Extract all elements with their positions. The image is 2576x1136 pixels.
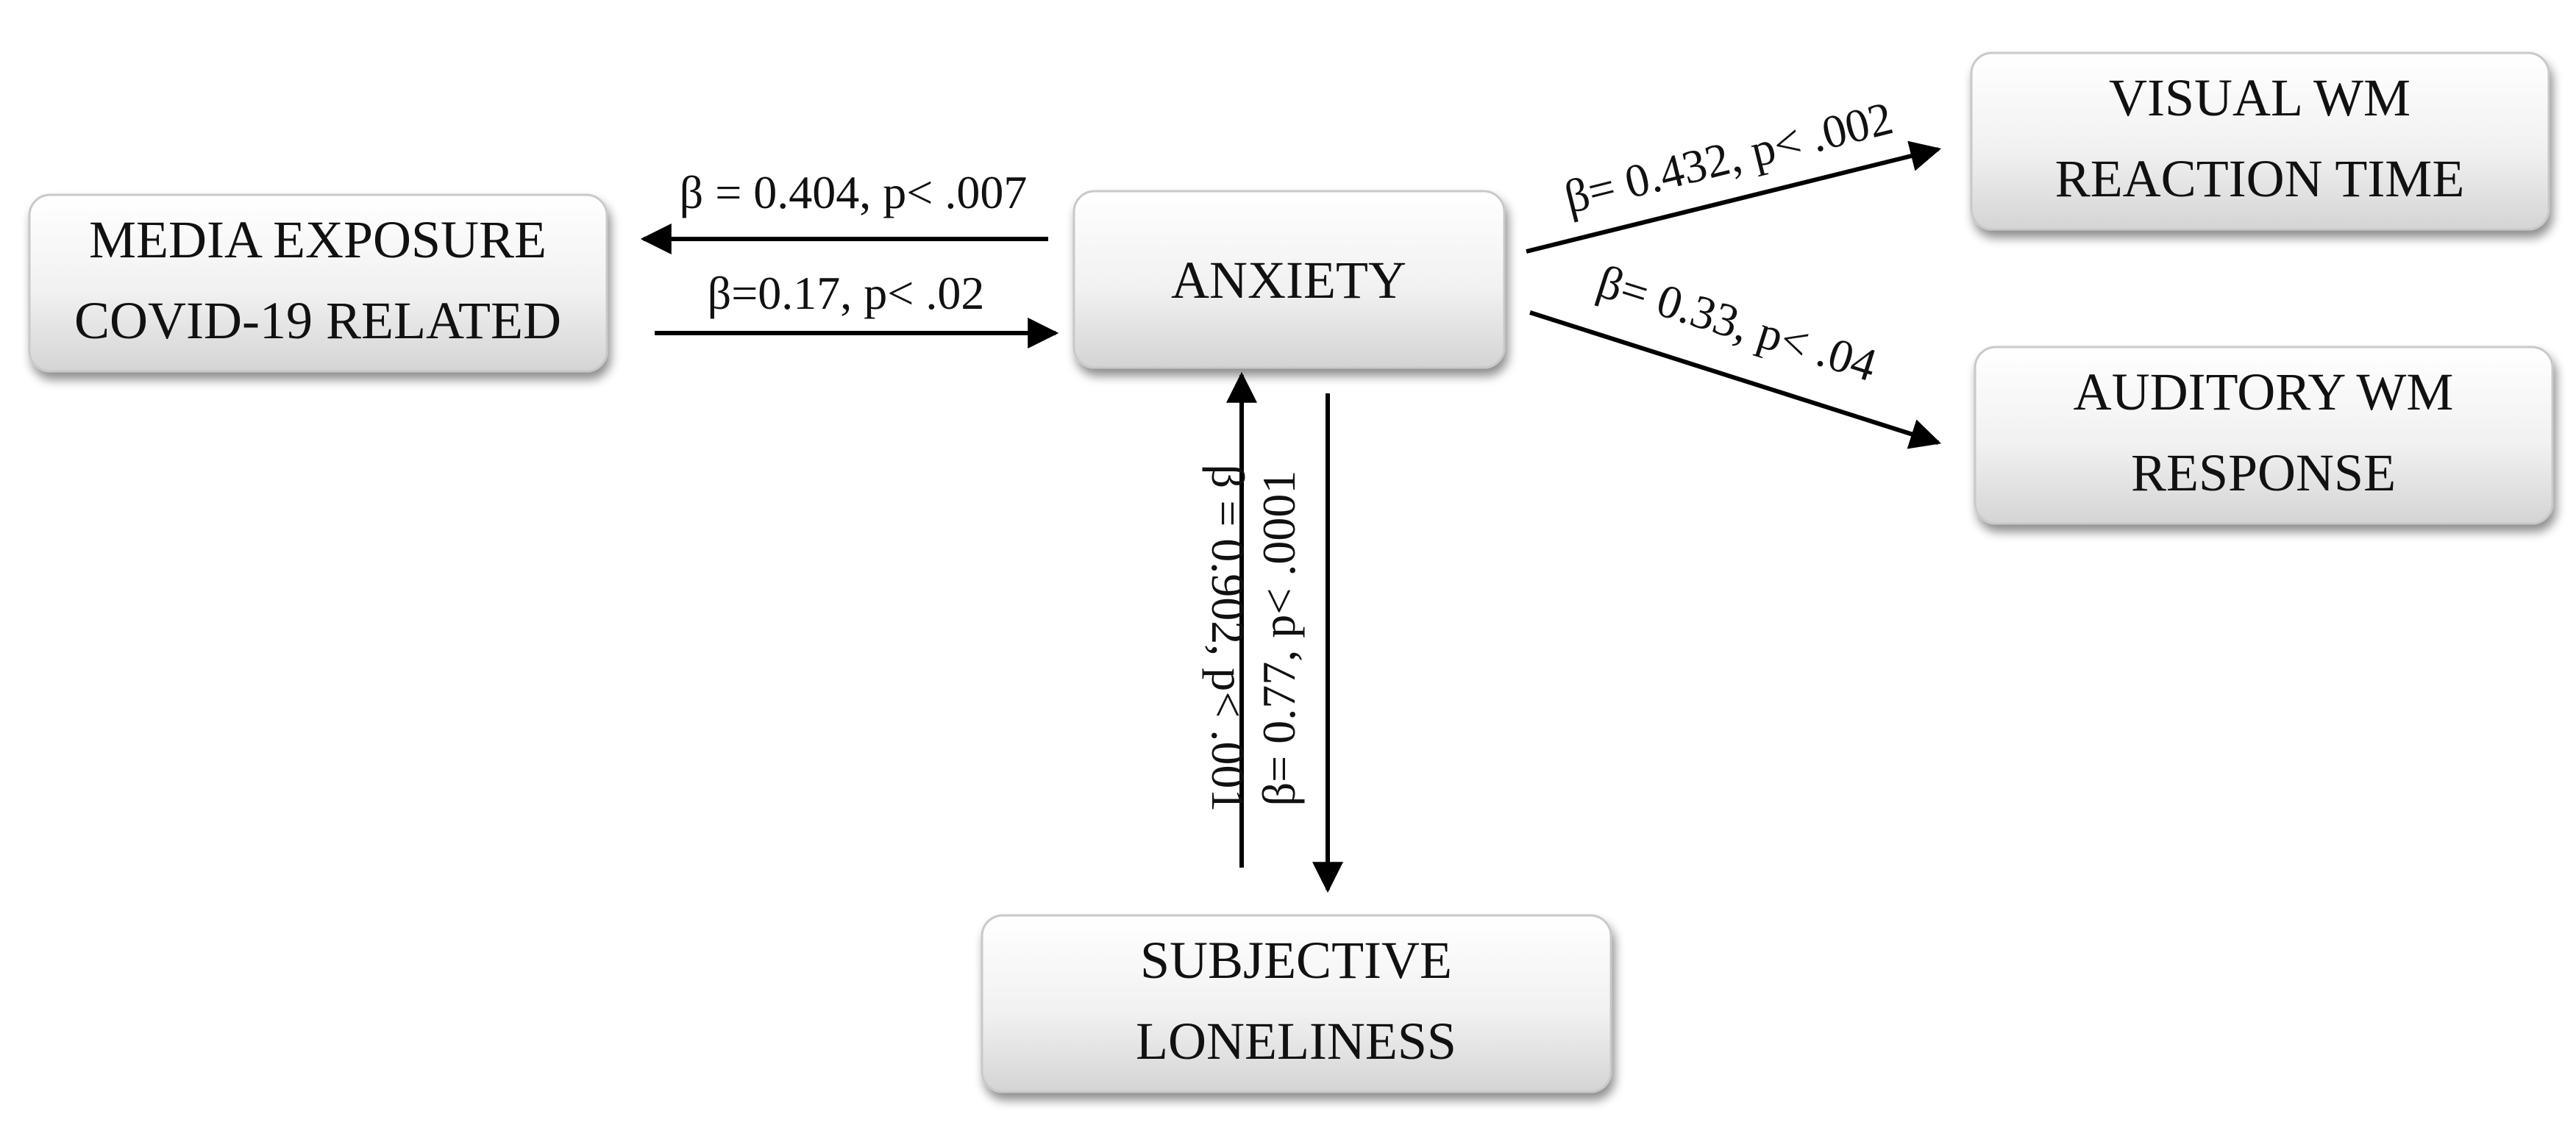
edge-label-anxiety-to-visual: β= 0.432, p< .002 — [1559, 91, 1898, 223]
node-anxiety-label: ANXIETY — [1171, 251, 1406, 310]
node-visual-wm-line2: REACTION TIME — [2055, 149, 2465, 208]
edge-label-anxiety-to-loneliness: β= 0.77, p< .0001 — [1253, 471, 1305, 807]
edge-label-anxiety-to-media: β = 0.404, p< .007 — [680, 166, 1028, 218]
node-loneliness-line1: SUBJECTIVE — [1140, 931, 1452, 990]
arrow-anxiety-to-auditory — [1529, 310, 1942, 449]
edge-anxiety-to-visual: β= 0.432, p< .002 — [1526, 91, 1942, 254]
node-subjective-loneliness: SUBJECTIVE LONELINESS — [981, 914, 1612, 1093]
arrow-anxiety-to-visual — [1526, 140, 1942, 254]
node-anxiety: ANXIETY — [1072, 190, 1506, 369]
edge-anxiety-to-loneliness: β= 0.77, p< .0001 — [1253, 393, 1343, 893]
node-auditory-wm: AUDITORY WM RESPONSE — [1974, 346, 2554, 525]
edge-anxiety-to-media: β = 0.404, p< .007 — [640, 166, 1048, 254]
edge-label-media-to-anxiety: β=0.17, p< .02 — [708, 267, 985, 319]
edge-anxiety-to-auditory: β= 0.33, p< .04 — [1529, 255, 1942, 449]
node-loneliness-line2: LONELINESS — [1136, 1012, 1456, 1071]
node-media-exposure-line1: MEDIA EXPOSURE — [89, 210, 547, 269]
node-media-exposure: MEDIA EXPOSURE COVID-19 RELATED — [28, 193, 608, 373]
node-auditory-wm-line1: AUDITORY WM — [2074, 362, 2454, 421]
node-visual-wm: VISUAL WM REACTION TIME — [1970, 51, 2550, 231]
edge-label-loneliness-to-anxiety: β = 0.902, p< .001 — [1202, 465, 1254, 812]
edge-label-anxiety-to-auditory: β= 0.33, p< .04 — [1592, 255, 1883, 392]
node-auditory-wm-line2: RESPONSE — [2131, 443, 2396, 502]
node-media-exposure-line2: COVID-19 RELATED — [74, 291, 561, 350]
node-visual-wm-line1: VISUAL WM — [2109, 68, 2410, 127]
edge-media-to-anxiety: β=0.17, p< .02 — [655, 267, 1059, 349]
edge-loneliness-to-anxiety: β = 0.902, p< .001 — [1202, 371, 1257, 868]
